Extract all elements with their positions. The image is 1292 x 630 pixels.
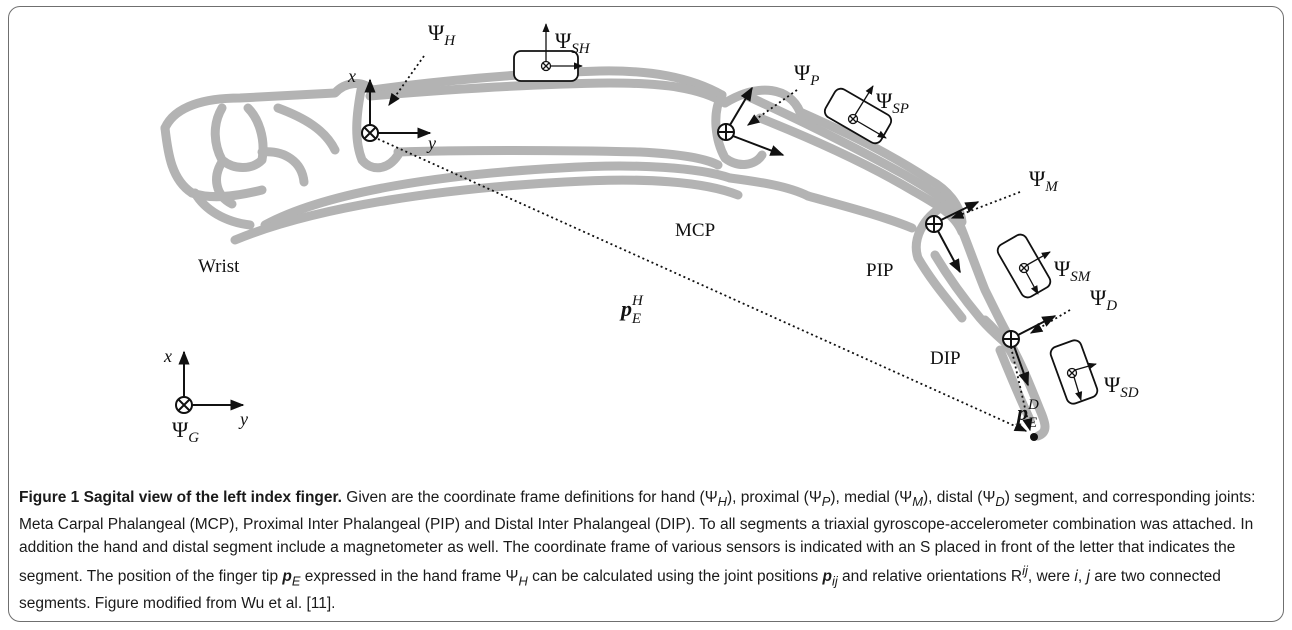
psi-sd-label: ΨSD	[1104, 372, 1139, 401]
mcp-label: MCP	[675, 220, 715, 241]
sensor-origins	[540, 60, 1078, 379]
psi-sp-label: ΨSP	[876, 88, 909, 117]
dip-label: DIP	[930, 348, 961, 369]
psi-h-label: ΨH	[428, 20, 456, 49]
sensor-axes	[542, 23, 1097, 401]
psi-sh-label: ΨSH	[555, 28, 591, 57]
pip-label: PIP	[866, 260, 893, 281]
finger-diagram: Wrist MCP PIP DIP x y x y ΨH ΨSH ΨP ΨSP …	[160, 20, 1139, 446]
global-x-axis-label: x	[163, 346, 172, 366]
psi-m-label: ΨM	[1029, 166, 1059, 195]
wrist-label: Wrist	[198, 256, 240, 277]
psi-sm-label: ΨSM	[1054, 256, 1092, 285]
finger-tip-point	[1030, 433, 1038, 441]
hand-y-axis-label: y	[426, 133, 436, 153]
global-y-axis-label: y	[238, 409, 248, 429]
figure-caption: Figure 1 Sagital view of the left index …	[19, 489, 1256, 613]
frame-axes	[178, 78, 1057, 411]
bone-outlines	[160, 66, 1050, 441]
hand-x-axis-label: x	[347, 66, 356, 86]
psi-p-label: ΨP	[794, 60, 819, 89]
psi-d-label: ΨD	[1090, 285, 1117, 314]
dotted-pointers	[377, 55, 1071, 432]
psi-g-label: ΨG	[172, 417, 199, 446]
caption-title: Figure 1 Sagital view of the left index …	[19, 489, 342, 506]
